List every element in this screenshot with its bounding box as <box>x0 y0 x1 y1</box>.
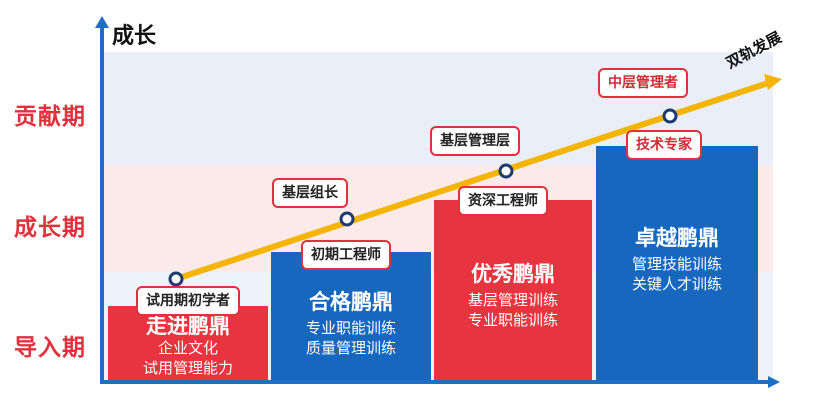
x-axis <box>100 380 770 384</box>
tag-probation-beginner: 试用期初学者 <box>136 286 240 316</box>
track-node-4 <box>662 108 678 124</box>
bar-line: 专业职能训练 <box>467 311 558 329</box>
x-axis-arrow-icon <box>768 376 780 388</box>
bar-line: 质量管理训练 <box>305 339 396 357</box>
stage-label-introduction: 导入期 <box>14 335 86 361</box>
bar-stage-3: 优秀鹏鼎 基层管理训练 专业职能训练 <box>434 200 592 380</box>
bar-line: 关键人才训练 <box>631 275 722 293</box>
tag-team-leader: 基层组长 <box>272 178 348 208</box>
track-node-1 <box>168 271 184 287</box>
stage-label-contribution: 贡献期 <box>14 104 86 130</box>
bar-stage-2: 合格鹏鼎 专业职能训练 质量管理训练 <box>271 252 431 380</box>
growth-track-line <box>173 80 771 282</box>
bar-title: 合格鹏鼎 <box>309 290 393 314</box>
track-node-3 <box>498 163 514 179</box>
bar-title: 走进鹏鼎 <box>146 314 230 338</box>
track-node-2 <box>339 211 355 227</box>
bar-line: 管理技能训练 <box>631 255 722 273</box>
bar-line: 企业文化 <box>157 339 218 357</box>
bar-title: 卓越鹏鼎 <box>635 226 719 250</box>
bar-title: 优秀鹏鼎 <box>471 262 555 286</box>
y-axis-arrow-icon <box>95 16 109 28</box>
bar-stage-4: 卓越鹏鼎 管理技能训练 关键人才训练 <box>596 146 758 380</box>
y-axis <box>100 26 104 384</box>
bar-line: 试用管理能力 <box>142 359 233 377</box>
tag-junior-engineer: 初期工程师 <box>301 240 391 270</box>
bar-line: 专业职能训练 <box>305 319 396 337</box>
tag-middle-manager: 中层管理者 <box>598 68 688 98</box>
bar-stage-1: 走进鹏鼎 企业文化 试用管理能力 <box>108 306 268 380</box>
growth-track-arrow-icon <box>764 74 782 90</box>
tag-senior-engineer: 资深工程师 <box>458 186 548 216</box>
stage-label-growth: 成长期 <box>14 215 86 241</box>
tag-basic-management: 基层管理层 <box>430 126 520 156</box>
tag-technical-expert: 技术专家 <box>626 130 702 160</box>
bar-line: 基层管理训练 <box>467 291 558 309</box>
y-axis-label: 成长 <box>112 24 157 49</box>
